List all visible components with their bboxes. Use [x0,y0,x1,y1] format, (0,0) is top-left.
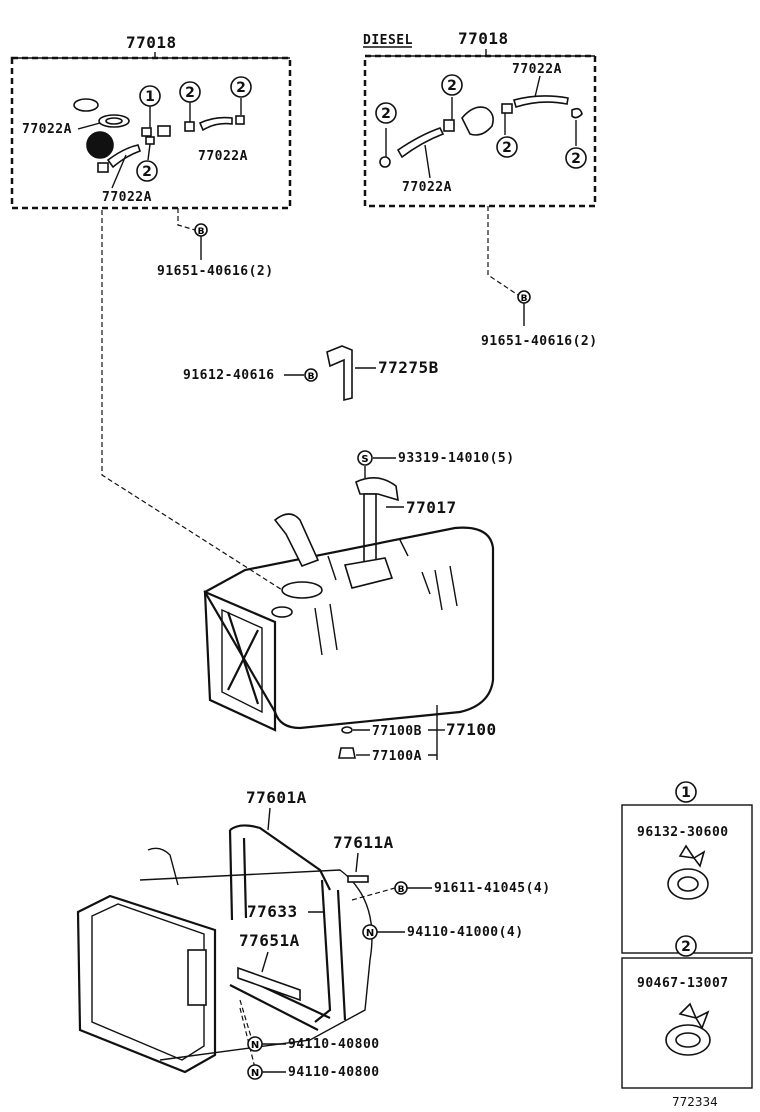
tank-band-assembly: 77601A 77611A B 91611-41045(4) 77633 N [76,788,551,1080]
rear-band-side [314,879,347,1023]
diesel-assembly-parts-art [379,95,583,168]
diesel-bolt-b-marker: B [517,290,531,304]
left-assembly-number: 77018 [126,33,177,52]
strap-77633-part-number: 77633 [247,902,298,921]
left-hose-assembly: 77018 1 2 [10,33,292,279]
tank-sub-part-B: 77100B [372,724,422,739]
clamp-box-2-part-number: 90467-13007 [637,976,729,991]
left-bolt-b-marker: B [194,223,208,237]
svg-text:N: N [251,1068,259,1079]
diesel-assembly-dashed-box [363,54,597,208]
tank-end-face [203,590,277,732]
clamp-box-2: 2 90467-13007 [621,935,753,1089]
clamp-box-1: 1 96132-30600 [621,781,753,954]
strap-77651A-art [237,966,301,1002]
tank-washer-marker [341,726,353,734]
band-nut-n-marker: N [362,924,378,940]
diesel-hose-assembly: DIESEL 77018 2 2 2 [363,29,598,349]
left-circle-2a: 2 [179,81,201,103]
svg-text:2: 2 [447,78,457,94]
svg-text:2: 2 [681,939,691,955]
bracket-bolt-b-marker: B [304,368,318,382]
svg-text:1: 1 [145,89,155,105]
diesel-part-77022A-bottom: 77022A [402,180,452,195]
diesel-bolt-part-number: 91651-40616(2) [481,334,598,349]
svg-text:B: B [521,294,528,304]
gauge-part-number: 77017 [406,498,457,517]
diesel-tag: DIESEL [363,33,413,48]
rear-band-top [229,824,331,891]
clamp-box-1-circle: 1 [675,781,697,803]
band-bolt-b-marker: B [394,881,408,895]
left-part-77022A-3: 77022A [102,190,152,205]
gauge-head [355,477,399,502]
svg-text:2: 2 [142,164,152,180]
tank-gauge-mount [343,557,394,589]
strap-77651A-part-number: 77651A [239,931,300,950]
left-part-77022A-1: 77022A [22,122,72,137]
left-assembly-leader [101,210,291,596]
svg-text:B: B [198,227,205,237]
diesel-circle-2-d: 2 [565,147,587,169]
svg-text:B: B [308,372,315,382]
svg-text:2: 2 [571,151,581,167]
nut-b-n-marker: N [247,1064,263,1080]
svg-text:N: N [366,928,374,939]
left-circle-1: 1 [139,85,161,107]
svg-text:2: 2 [185,85,195,101]
svg-text:B: B [398,885,405,895]
gauge-screw-part-number: 93319-14010(5) [398,451,515,466]
nut-a-part-number: 94110-40800 [288,1037,380,1052]
left-assembly-parts-art [73,98,245,173]
clamp-1-art [667,844,709,900]
band-bolt-art [347,875,369,883]
diesel-circle-2-b: 2 [441,74,463,96]
band-bolt-b-part-number: 91611-41045(4) [434,881,551,896]
clamp-box-2-circle: 2 [675,935,697,957]
svg-text:2: 2 [236,80,246,96]
band-part-number: 77601A [246,788,307,807]
ghost-tank-outline [139,869,373,1061]
left-bolt-part-number: 91651-40616(2) [157,264,274,279]
figure-id: 772334 [672,1095,718,1109]
tank-port [281,581,323,599]
front-band-ring [76,894,217,1074]
left-assembly-filled-plug [86,131,114,159]
left-circle-2c: 2 [136,160,158,182]
fuel-gauge-screw-marker: S [357,450,373,466]
bracket-part-number: 77275B [378,358,439,377]
band-bolt-part-number: 77611A [333,833,394,852]
tank-part-number: 77100 [446,720,497,739]
clamp-box-1-part-number: 96132-30600 [637,825,729,840]
tank-filler-neck [273,513,320,568]
diesel-circle-2-c: 2 [496,136,518,158]
front-band-bracket [187,949,207,1006]
left-part-77022A-2: 77022A [198,149,248,164]
svg-text:1: 1 [681,785,691,801]
diesel-part-77022A-top: 77022A [512,62,562,77]
bracket-bolt-part-number: 91612-40616 [183,368,275,383]
bracket-77275B: 91612-40616 B 77275B [183,345,439,402]
nut-a-n-marker: N [247,1036,263,1052]
left-assembly-dashed-box [10,56,292,210]
bracket-art [326,345,353,402]
nut-b-part-number: 94110-40800 [288,1065,380,1080]
diesel-assembly-number: 77018 [458,29,509,48]
svg-text:S: S [361,454,368,465]
tank-ribs [314,539,458,656]
diesel-circle-2-a: 2 [375,102,397,124]
tank-sub-part-A: 77100A [372,749,422,764]
fuel-tank-77100: S 93319-14010(5) 77017 77100B 77100A 77 [203,450,515,764]
svg-text:2: 2 [381,106,391,122]
tank-end-cross [226,611,260,705]
left-circle-2b: 2 [230,76,252,98]
svg-text:N: N [251,1040,259,1051]
tank-body-outline [203,526,495,730]
clamp-2-art [665,1002,711,1056]
nut-94110-41000-part-number: 94110-41000(4) [407,925,524,940]
tank-plug-marker [338,747,356,759]
svg-text:2: 2 [502,140,512,156]
